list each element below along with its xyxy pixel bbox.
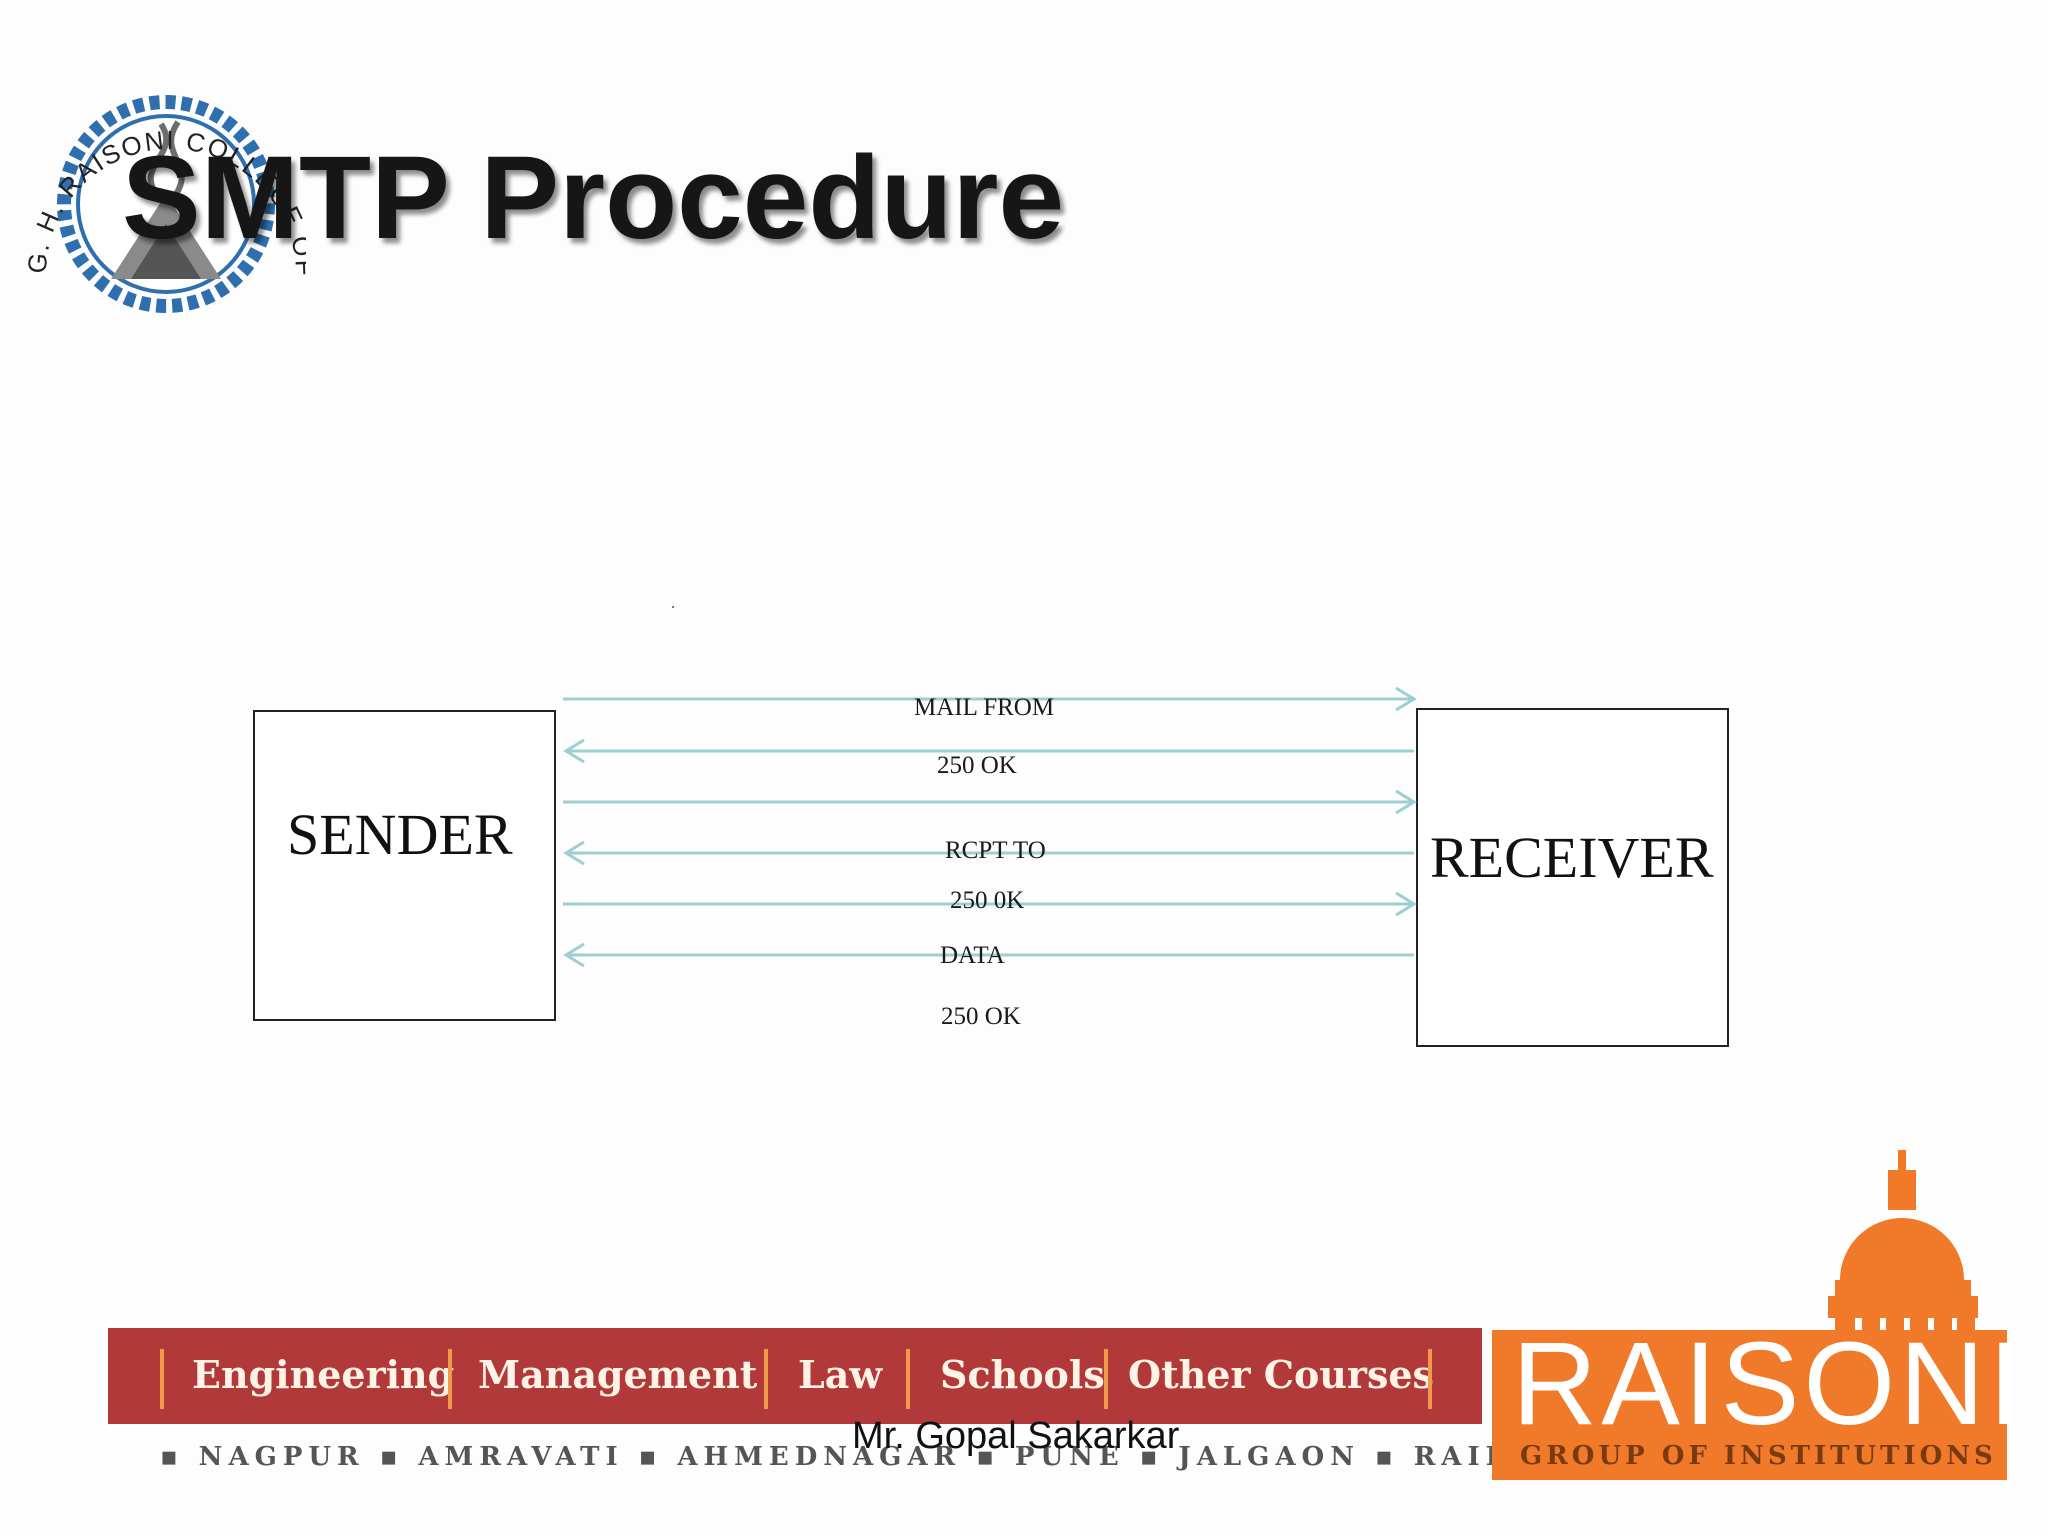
banner-divider (1104, 1349, 1108, 1409)
raisoni-subtitle: GROUP OF INSTITUTIONS (1520, 1441, 1997, 1471)
receiver-label: RECEIVER (1430, 825, 1714, 890)
banner-divider (764, 1349, 768, 1409)
sender-box: SENDER (253, 710, 556, 1021)
banner-item-engineering: Engineering (192, 1352, 455, 1397)
msg-ok-2: 250 0K (950, 887, 1025, 914)
receiver-box: RECEIVER (1416, 708, 1729, 1047)
banner-item-other-courses: Other Courses (1128, 1352, 1434, 1397)
banner-divider (448, 1349, 452, 1409)
banner-item-law: Law (798, 1352, 883, 1397)
sender-label: SENDER (287, 802, 513, 867)
raisoni-wordmark: RAISONI (1512, 1318, 2026, 1450)
course-banner (108, 1328, 1482, 1424)
raisoni-logo-box (1492, 1330, 2007, 1480)
slide-title: SMTP Procedure (122, 132, 1065, 264)
banner-item-schools: Schools (940, 1352, 1105, 1397)
banner-divider (1428, 1349, 1432, 1409)
banner-item-management: Management (478, 1352, 758, 1397)
msg-data: DATA (940, 942, 1005, 969)
city-list: ▪ NAGPUR ▪ AMRAVATI ▪ AHMEDNAGAR ▪ PUNE … (160, 1442, 1592, 1472)
college-logo: G. H. RAISONI COLLEGE OF ENGINEERING (6, 44, 306, 313)
msg-mail-from: MAIL FROM (914, 694, 1055, 721)
author-name: Mr. Gopal Sakarkar (852, 1415, 1180, 1457)
banner-divider (160, 1349, 164, 1409)
msg-rcpt-to: RCPT TO (945, 837, 1046, 864)
banner-divider (906, 1349, 910, 1409)
stray-dot (672, 606, 674, 608)
msg-ok-1: 250 OK (937, 752, 1017, 779)
msg-ok-3: 250 OK (941, 1003, 1021, 1030)
